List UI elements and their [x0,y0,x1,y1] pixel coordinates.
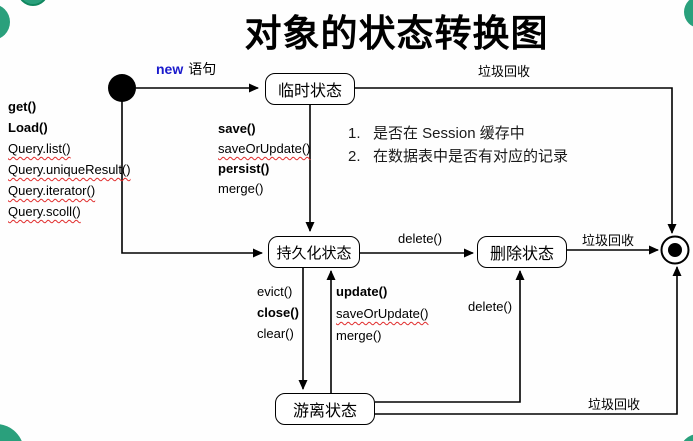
method-saveorupdate: saveOrUpdate() [218,141,311,156]
state-label-persistent: 持久化状态 [276,244,352,262]
edges [121,83,682,415]
note-text: 在数据表中是否有对应的记录 [373,148,569,165]
method-merge: merge() [218,181,264,196]
method-load: Load() [8,120,48,135]
method-update: update() [336,284,388,299]
state-box-persistent: 持久化状态 [268,236,360,268]
label-gc-middle: 垃圾回收 [582,233,635,248]
method-merge-2: merge() [336,328,382,343]
page-title: 对象的状态转换图 [244,13,549,54]
state-label-transient: 临时状态 [277,83,342,100]
note-item: 1. 是否在 Session 缓存中 [348,122,568,145]
method-close: close() [257,305,299,320]
new-suffix: 语句 [188,61,217,77]
end-state-icon [660,235,690,265]
note-number: 2. [348,148,361,165]
edge-transient-gc-to-end [355,87,677,234]
notes-list: 1. 是否在 Session 缓存中 2. 在数据表中是否有对应的记录 [348,122,568,168]
note-item: 2. 在数据表中是否有对应的记录 [348,145,568,168]
label-delete-detached: delete() [468,299,513,314]
decor-circle-top-right [684,0,693,27]
new-keyword: new [156,61,184,77]
state-box-transient: 临时状态 [265,73,355,105]
method-clear: clear() [257,326,294,341]
edge-detached-gc-to-end [375,266,682,415]
note-number: 1. [348,125,361,142]
state-label-detached: 游离状态 [292,403,357,420]
method-query-scoll: Query.scoll() [8,204,81,219]
state-box-deleted: 删除状态 [477,236,567,268]
decor-circle-top-left [0,5,10,39]
method-query-uniqueresult: Query.uniqueResult() [8,162,131,177]
method-save: save() [218,121,256,136]
label-gc-top: 垃圾回收 [478,64,531,79]
save-method-list: save() saveOrUpdate() persist() merge() [218,122,310,196]
method-query-iterator: Query.iterator() [8,183,96,198]
decor-circle-bottom-left [0,424,22,441]
state-box-detached: 游离状态 [275,393,375,425]
method-get: get() [8,99,37,114]
method-evict: evict() [257,284,293,299]
edge-start-to-persistent [121,100,263,258]
start-state-icon [108,74,136,102]
update-method-list: update() saveOrUpdate() merge() [336,285,428,343]
method-query-list: Query.list() [8,141,71,156]
decor-circle-bottom-right [683,434,693,441]
label-gc-bottom: 垃圾回收 [588,397,641,412]
label-delete-persistent: delete() [398,231,443,246]
edge-detached-delete-to-deleted [375,270,525,403]
method-persist: persist() [218,161,270,176]
state-label-deleted: 删除状态 [489,246,554,263]
evict-method-list: evict() close() clear() [257,285,299,341]
note-text: 是否在 Session 缓存中 [373,125,525,142]
retrieval-method-list: get() Load() Query.list() Query.uniqueRe… [8,100,131,219]
decor-circle-top [20,0,46,6]
method-saveorupdate-2: saveOrUpdate() [336,306,429,321]
